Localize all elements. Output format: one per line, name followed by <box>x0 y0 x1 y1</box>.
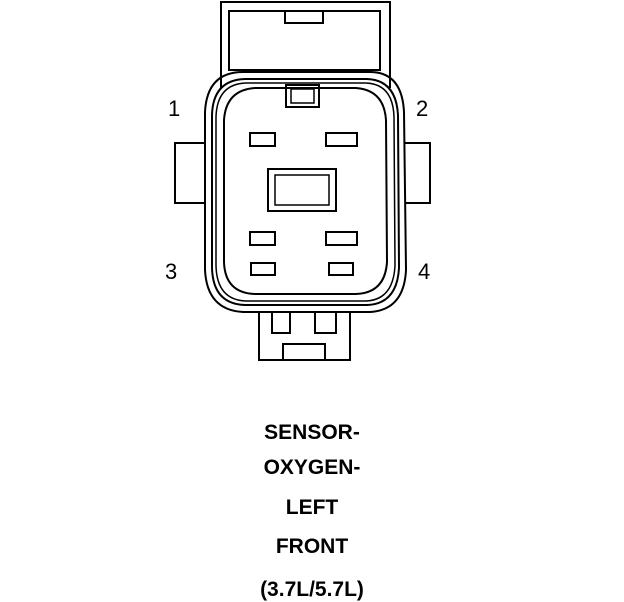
caption-line-2: OXYGEN- <box>263 456 361 479</box>
housing-inner <box>215 82 396 302</box>
pin-label-2: 2 <box>416 96 428 121</box>
terminal-4 <box>325 231 358 246</box>
terminal-2 <box>325 132 358 147</box>
housing-outer <box>204 71 408 313</box>
bottom-latch-left-post <box>271 313 291 334</box>
left-ear <box>174 142 206 204</box>
center-seal-outer <box>267 168 337 212</box>
terminal-5 <box>250 262 276 276</box>
caption-line-3: LEFT <box>285 496 339 519</box>
caption-line-5: (3.7L/5.7L) <box>260 578 364 601</box>
top-lock-window <box>228 10 381 71</box>
caption-line-1: SENSOR- <box>264 421 360 444</box>
key-slot-inner <box>290 88 315 104</box>
face-outline <box>223 87 389 295</box>
key-slot <box>285 84 320 108</box>
pin-label-4: 4 <box>418 259 430 284</box>
center-seal-inner <box>274 174 330 206</box>
bottom-latch <box>258 313 351 361</box>
pin-label-1: 1 <box>168 96 180 121</box>
right-ear <box>405 142 431 204</box>
pin-label-3: 3 <box>165 259 177 284</box>
terminal-6 <box>328 262 354 276</box>
terminal-1 <box>249 132 276 147</box>
housing-middle <box>211 78 401 306</box>
top-lock-notch <box>284 10 324 24</box>
terminal-3 <box>249 231 276 246</box>
caption-line-4: FRONT <box>275 535 349 558</box>
top-lock-tab <box>220 1 391 88</box>
bottom-latch-step <box>282 343 326 360</box>
bottom-latch-right-post <box>314 313 337 334</box>
